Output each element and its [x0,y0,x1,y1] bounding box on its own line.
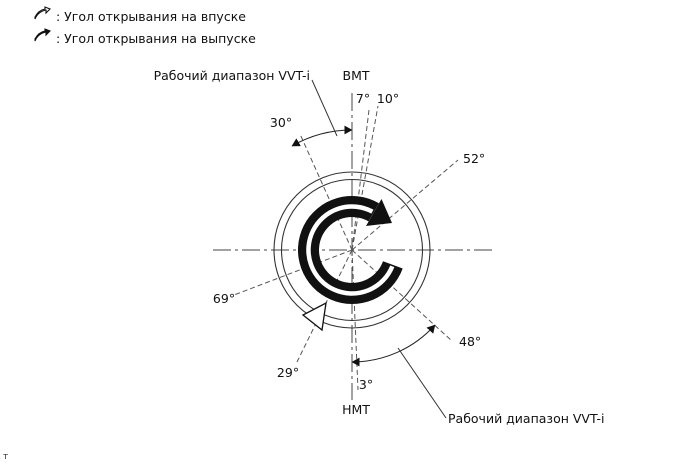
angle-10-label: 10° [377,91,399,106]
vvt-range-arc-48deg [351,324,436,367]
annotation-arcs [291,125,436,367]
exhaust-angle-icon [34,28,51,42]
angle-48-label: 48° [459,334,481,349]
radial-line-3deg [351,249,359,391]
page-mark: т [3,452,8,462]
leader-bottom-vvt-label [397,347,447,419]
leader-lines [311,79,447,419]
angle-7-label: 7° [356,91,370,106]
exhaust-rotation-arrowhead-icon [366,199,392,226]
leader-top-vvt-label [311,79,338,137]
vvt-range-top-label: Рабочий диапазон VVT-i [154,68,310,83]
hmt-label: HMT [342,402,370,417]
legend-intake-label: : Угол открывания на впуске [56,9,246,24]
bmt-label: BMT [343,68,370,83]
radial-line-48deg [351,249,453,342]
inner-circle [280,178,424,322]
radial-line-10deg [351,105,379,251]
radial-line-29deg [296,249,353,363]
radial-line-52deg [351,159,459,251]
exhaust-arc-split [306,204,395,296]
legend-exhaust-label: : Угол открывания на выпуске [56,31,256,46]
angle-52-label: 52° [463,151,485,166]
intake-arrowhead-icon [301,301,327,332]
legend: : Угол открывания на впуске : Угол откры… [34,6,256,46]
vvt-range-bottom-label: Рабочий диапазон VVT-i [448,411,604,426]
angle-3-label: 3° [359,377,373,392]
exhaust-arc-band [297,195,403,304]
exhaust-duration-arc [297,195,403,304]
angle-69-label: 69° [213,291,235,306]
radial-line-69deg [233,249,353,296]
radial-reference-lines [233,105,459,391]
angle-30-label: 30° [270,115,292,130]
vvt-range-arc-30deg [291,125,353,147]
radial-line-30deg [299,133,353,251]
angle-29-label: 29° [277,365,299,380]
intake-angle-icon [34,6,51,20]
